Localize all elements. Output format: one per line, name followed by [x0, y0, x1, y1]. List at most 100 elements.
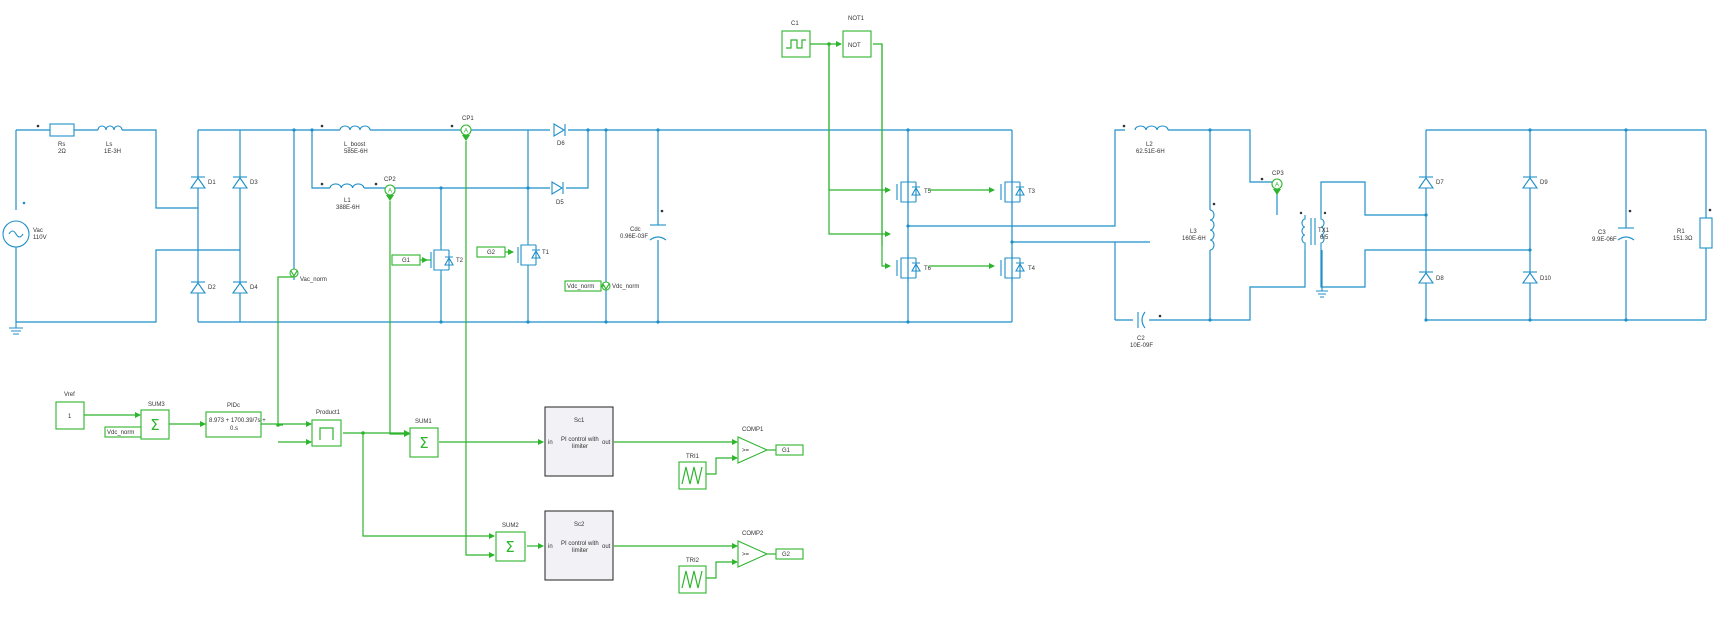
tx1-label: TX1 — [1318, 228, 1330, 234]
gate-tag-g2-output[interactable]: G2 — [775, 548, 804, 560]
cp3-label: CP3 — [1272, 171, 1284, 177]
subsystem-sc1[interactable]: Sc1 PI control with limiter in out — [544, 406, 614, 477]
l2-label: L2 — [1146, 142, 1153, 148]
mosfet-t6[interactable]: T6 — [896, 254, 932, 282]
sum3-label: SUM3 — [148, 402, 165, 408]
c3-label: C3 — [1598, 230, 1606, 236]
mosfet-t3[interactable]: T3 — [1000, 178, 1036, 206]
resistor-r1[interactable]: R1 151.3Ω — [1673, 208, 1713, 249]
inductor-l-boost[interactable]: L_boost 585E-6H — [320, 124, 371, 155]
tri2-label: TRI2 — [686, 558, 700, 564]
inductor-l2[interactable]: L2 62.51E-6H — [1122, 124, 1169, 155]
inductor-l3[interactable]: L3 160E-6H — [1182, 202, 1216, 251]
vac-value: 110V — [33, 235, 47, 241]
current-probe-cp3[interactable]: A CP3 — [1260, 171, 1285, 195]
diode-d6[interactable]: D6 — [553, 123, 566, 147]
d10-label: D10 — [1540, 276, 1552, 282]
r1-label: R1 — [1677, 229, 1685, 235]
capacitor-cdc[interactable]: Cdc 0.96E-03F — [620, 209, 667, 241]
diode-d10[interactable]: D10 — [1521, 271, 1552, 284]
diode-d8[interactable]: D8 — [1417, 271, 1444, 284]
diode-d2[interactable]: D2 — [189, 281, 216, 294]
clock-source-c1[interactable]: C1 — [781, 21, 811, 58]
svg-text:Σ: Σ — [150, 416, 159, 434]
d8-label: D8 — [1436, 276, 1444, 282]
comp2-symbol: >= — [742, 552, 750, 558]
resistor-rs[interactable]: Rs 2Ω — [49, 123, 75, 155]
gate-tag-g1-input[interactable]: G1 — [391, 254, 421, 266]
diode-d4[interactable]: D4 — [231, 281, 258, 294]
sc2-label: Sc2 — [574, 522, 585, 528]
current-probe-cp2[interactable]: A CP2 — [374, 177, 397, 201]
sum2-label: SUM2 — [502, 523, 519, 529]
t3-label: T3 — [1028, 189, 1036, 195]
d2-label: D2 — [208, 285, 216, 291]
diode-d1[interactable]: D1 — [189, 176, 216, 189]
voltmeter-vac-norm[interactable]: Vac_norm — [289, 268, 327, 283]
vdc-norm-tag-left[interactable]: Vdc_norm — [104, 426, 142, 438]
transformer-tx1[interactable]: TX1 6/5 — [1299, 211, 1330, 250]
not-gate-not1[interactable]: NOT NOT1 — [842, 16, 872, 58]
vref-value: 1 — [68, 414, 72, 420]
t5-label: T5 — [924, 189, 932, 195]
svg-text:Σ: Σ — [505, 538, 514, 556]
not1-label: NOT1 — [848, 16, 865, 22]
sc2-desc-1: PI control with — [561, 541, 599, 547]
mosfet-t4[interactable]: T4 — [1000, 254, 1036, 282]
capacitor-c2[interactable]: C2 10E-09F — [1130, 311, 1162, 349]
vac-label: Vac — [33, 228, 43, 234]
gate-tag-g1-output[interactable]: G1 — [775, 444, 804, 456]
sum-block-sum1[interactable]: Σ SUM1 — [409, 419, 439, 458]
triangle-source-tri1[interactable]: TRI1 — [678, 454, 707, 490]
d6-label: D6 — [557, 141, 565, 147]
d7-label: D7 — [1436, 180, 1444, 186]
diode-d9[interactable]: D9 — [1521, 176, 1548, 189]
d9-label: D9 — [1540, 180, 1548, 186]
comp1-symbol: >= — [742, 448, 750, 454]
junction-dots — [292, 128, 1628, 324]
comp2-label: COMP2 — [742, 531, 764, 537]
comparator-comp2[interactable]: >= COMP2 — [737, 531, 769, 568]
mosfet-t1[interactable]: T1 — [517, 240, 550, 270]
svg-text:A: A — [464, 129, 468, 135]
pidc-label: PIDc — [227, 403, 240, 409]
voltmeter-vdc-norm[interactable]: Vdc_norm — [601, 281, 639, 291]
inductor-ls[interactable]: Ls 1E-3H — [97, 125, 123, 155]
product-block-product1[interactable]: Product1 — [311, 410, 342, 447]
diode-d3[interactable]: D3 — [231, 176, 258, 189]
g1-in-label: G1 — [402, 258, 411, 264]
t6-label: T6 — [924, 266, 932, 272]
pidc-formula-2: 0.s — [230, 426, 238, 432]
tx1-value: 6/5 — [1320, 235, 1329, 241]
d4-label: D4 — [250, 285, 258, 291]
vdc-norm-tag-left-text: Vdc_norm — [107, 430, 134, 436]
mosfet-t5[interactable]: T5 — [896, 178, 932, 206]
diode-d5[interactable]: D5 — [551, 181, 564, 206]
l1-value: 388E-6H — [336, 205, 360, 211]
tri1-label: TRI1 — [686, 454, 700, 460]
t2-label: T2 — [456, 258, 464, 264]
c2-label: C2 — [1137, 336, 1145, 342]
cp2-label: CP2 — [384, 177, 396, 183]
gate-tag-g2-input[interactable]: G2 — [476, 246, 506, 258]
pid-block-pidc[interactable]: 8.973 + 1700.39/7s + 0.s PIDc — [205, 403, 266, 438]
d5-label: D5 — [556, 200, 564, 206]
sum-block-sum3[interactable]: Σ SUM3 — [140, 402, 170, 440]
current-probe-cp1[interactable]: A CP1 — [450, 116, 475, 141]
inductor-l1[interactable]: L1 388E-6H — [320, 182, 365, 211]
triangle-source-tri2[interactable]: TRI2 — [678, 558, 707, 594]
sc1-port-out: out — [602, 440, 611, 446]
c3-value: 9.9E-06F — [1592, 237, 1617, 243]
constant-vref[interactable]: 1 Vref — [55, 392, 85, 430]
mosfet-t2[interactable]: T2 — [426, 245, 464, 275]
ac-source-vac[interactable]: Vac 110V — [2, 220, 47, 248]
t4-label: T4 — [1028, 266, 1036, 272]
comparator-comp1[interactable]: >= COMP1 — [737, 427, 769, 464]
subsystem-sc2[interactable]: Sc2 PI control with limiter in out — [544, 510, 614, 581]
t1-label: T1 — [542, 250, 550, 256]
diode-d7[interactable]: D7 — [1417, 176, 1444, 189]
sum-block-sum2[interactable]: Σ SUM2 — [495, 523, 526, 562]
vdc-norm-tag-mid[interactable]: Vdc_norm — [564, 280, 604, 292]
capacitor-c3[interactable]: C3 9.9E-06F — [1592, 209, 1635, 243]
